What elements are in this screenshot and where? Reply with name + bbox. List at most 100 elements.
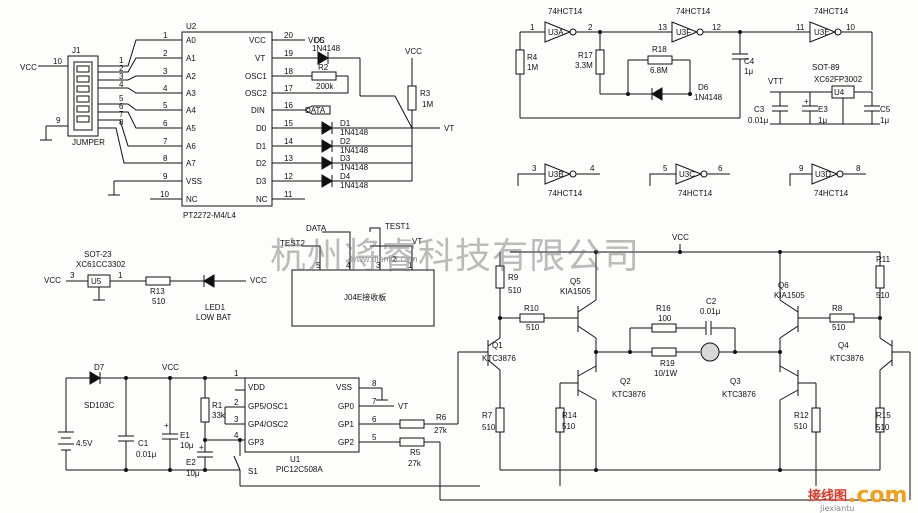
u4-ref: U4: [834, 88, 845, 97]
u4-vtt: VTT: [768, 77, 783, 86]
u2-pin-20-name: VCC: [249, 36, 266, 45]
j1-n7: 7: [119, 110, 124, 119]
r19-val: 10/1W: [654, 369, 678, 378]
board-pin5: 5: [316, 261, 321, 270]
u2-pin-2-num: 2: [163, 49, 168, 58]
r14-val: 510: [562, 422, 576, 431]
r13-ref: R13: [150, 287, 165, 296]
u2-pin-19-num: 19: [284, 49, 293, 58]
r9-val: 510: [508, 286, 522, 295]
u3f-ref: U3F: [676, 28, 691, 37]
u2-pin-10-name: NC: [186, 195, 198, 204]
j1-pin9: 9: [56, 116, 61, 125]
u2-vcc-label: VCC: [308, 36, 325, 45]
u4-regulator: SOT-89 XC62FP3002 VTT U4 + C3 0.01μ E3 1…: [748, 63, 891, 125]
u2-pin-16-num: 16: [284, 101, 293, 110]
u3c-in: 5: [663, 164, 668, 173]
u3d-part: 74HCT14: [814, 189, 849, 198]
u1-p2: 2: [234, 398, 239, 407]
u2-body: [181, 31, 273, 207]
u3d-in: 9: [799, 164, 804, 173]
r11-val: 510: [876, 291, 890, 300]
vt-label: VT: [444, 124, 454, 133]
r13-val: 510: [152, 297, 166, 306]
e2-val: 10μ: [186, 469, 200, 478]
board-vt-label: VT: [412, 237, 422, 246]
u1-p7-name: GP0: [338, 402, 355, 411]
test1-label: TEST1: [385, 222, 410, 231]
u2-pt2272: U2 PT2272-M4/L4 1 A0 2 A1 3 A2 4 A3 5 A4…: [150, 22, 331, 220]
r15-ref: R15: [876, 411, 891, 420]
u2-pin-8-name: A7: [186, 159, 196, 168]
u1-p8: 8: [372, 379, 377, 388]
r17-val: 3.3M: [575, 61, 593, 70]
d1-ref: D1: [340, 119, 351, 128]
q2-ref: Q2: [620, 377, 631, 386]
r4-ref: R4: [527, 53, 538, 62]
u3a-ref: U3A: [548, 28, 564, 37]
r5-val: 27k: [408, 459, 422, 468]
j1-vcc-label: VCC: [20, 63, 37, 72]
j04e-label: J04E接收板: [344, 292, 386, 302]
r6-ref: R6: [436, 413, 447, 422]
u2-pin-3-num: 3: [163, 67, 168, 76]
c2-ref: C2: [706, 297, 717, 306]
u3c-ref: U3C: [679, 170, 695, 179]
r12-val: 510: [794, 422, 808, 431]
q3-ref: Q3: [730, 377, 741, 386]
r6-val: 27k: [434, 426, 448, 435]
u2-pin-4-name: A3: [186, 89, 196, 98]
u2-pin-17-num: 17: [284, 84, 293, 93]
led1-val: LOW BAT: [196, 313, 232, 322]
r19-ref: R19: [660, 359, 675, 368]
r16-ref: R16: [656, 304, 671, 313]
u3f-out: 12: [712, 23, 721, 32]
u2-pin-7-num: 7: [163, 137, 168, 146]
j1-label: JUMPER: [72, 138, 105, 147]
u2-pin-9-name: VSS: [186, 177, 202, 186]
r18-ref: R18: [652, 45, 667, 54]
r7-ref: R7: [482, 411, 493, 420]
u2-pin-10-num: 10: [160, 190, 169, 199]
u1-p1-name: VDD: [248, 383, 265, 392]
unused-gates: 3 U3B 4 74HCT14 5 U3C 6 74HCT14 9 U3D 8 …: [517, 163, 866, 198]
d1-val: 1N4148: [340, 128, 369, 137]
d5-val: 1N4148: [312, 44, 341, 53]
u3a-in: 1: [530, 23, 535, 32]
u2-pin-13-name: D2: [256, 159, 267, 168]
u3d-out: 8: [856, 164, 861, 173]
j04e-body: [291, 269, 435, 327]
r3-vcc-label: VCC: [405, 47, 422, 56]
u2-pin-1-name: A0: [186, 36, 196, 45]
d4-ref: D4: [340, 172, 351, 181]
q6-val: KIA1505: [774, 291, 805, 300]
osc-74hct14: 74HCT14 U3A 1 2 74HCT14 U3F 13 12 74HCT1…: [515, 7, 873, 119]
low-bat-section: SOT-23 XC61CC3302 VCC 3 1 U5 R13 510 LED…: [44, 250, 267, 322]
c1-ref: C1: [138, 439, 149, 448]
j1-n1: 1: [119, 56, 124, 65]
u1-p5: 5: [372, 433, 377, 442]
u2-pin-11-num: 11: [284, 190, 293, 199]
u3e-in: 11: [796, 23, 805, 32]
watermark-text: 杭州将睿科技有限公司: [270, 236, 640, 277]
logo-cn: 接线图: [808, 488, 847, 504]
r15-val: 510: [876, 423, 890, 432]
u2-osc-section: VCC D5 1N4148 R2 200k R3 1M VT: [305, 36, 454, 133]
q5-val: KIA1505: [560, 287, 591, 296]
r1-ref: R1: [212, 401, 223, 410]
u3b-part: 74HCT14: [548, 189, 583, 198]
led-vcc: VCC: [250, 276, 267, 285]
e3-plus: +: [804, 97, 809, 106]
board-data-label: DATA: [306, 224, 327, 233]
j1-ref: J1: [72, 46, 81, 55]
j1-inner: [73, 61, 93, 131]
c2-val: 0.01μ: [700, 307, 721, 316]
d3-ref: D3: [340, 154, 351, 163]
q3-val: KTC3876: [722, 390, 756, 399]
u1-p4: 4: [234, 431, 239, 440]
u2-pin-1-num: 1: [163, 31, 168, 40]
u3b-ref: U3B: [548, 170, 564, 179]
u3b-out: 4: [590, 164, 595, 173]
logo-sub: jiexiantu: [819, 504, 854, 513]
j1-n2: 2: [119, 64, 124, 73]
